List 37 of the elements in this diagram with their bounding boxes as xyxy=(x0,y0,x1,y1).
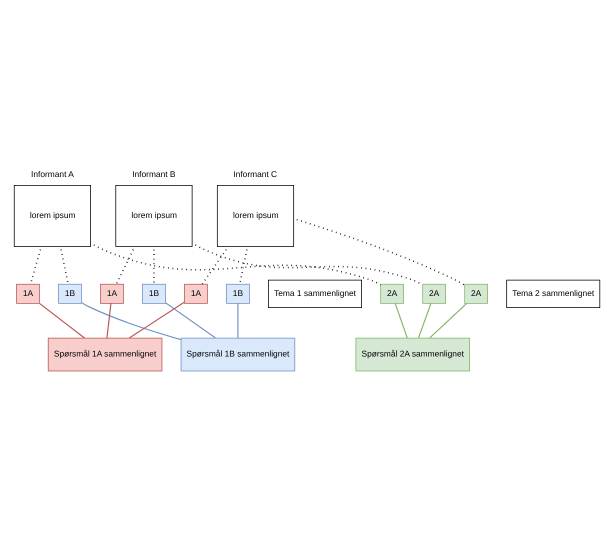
connector xyxy=(237,304,238,338)
connector xyxy=(129,302,185,338)
node-box: Spørsmål 1B sammenlignet xyxy=(180,338,296,372)
node-box: Spørsmål 2A sammenlignet xyxy=(356,338,470,372)
node-box: lorem ipsum xyxy=(216,185,294,247)
node-box: 1A xyxy=(100,284,124,304)
node-label: Informant A xyxy=(31,168,74,179)
node-box: 1B xyxy=(226,284,250,304)
node-box: 1B xyxy=(142,284,166,304)
node-box: 2A xyxy=(464,284,488,304)
connector xyxy=(418,303,432,338)
connector xyxy=(153,250,155,284)
connector xyxy=(296,218,465,286)
node-box: 1B xyxy=(58,284,82,304)
node-box: Tema 1 sammenlignet xyxy=(268,280,362,308)
connector xyxy=(81,302,182,340)
node-box: 2A xyxy=(422,284,446,304)
node-box: 2A xyxy=(380,284,404,304)
node-box: lorem ipsum xyxy=(14,185,91,247)
node-label: Informant C xyxy=(233,168,278,179)
connector xyxy=(165,302,216,339)
node-box: Tema 2 sammenlignet xyxy=(506,280,600,308)
node-box: 1A xyxy=(16,284,40,304)
connector xyxy=(429,303,467,338)
node-box: Spørsmål 1A sammenlignet xyxy=(48,338,162,372)
connector xyxy=(106,304,112,338)
connector xyxy=(202,249,227,284)
connector xyxy=(239,249,248,284)
connector xyxy=(30,249,42,284)
connector xyxy=(394,303,408,338)
node-label: Informant B xyxy=(132,168,176,179)
connector xyxy=(39,303,85,338)
connector xyxy=(116,249,134,284)
node-box: 1A xyxy=(184,284,208,304)
node-box: lorem ipsum xyxy=(115,185,193,247)
connector xyxy=(60,249,69,284)
connector xyxy=(93,244,381,286)
